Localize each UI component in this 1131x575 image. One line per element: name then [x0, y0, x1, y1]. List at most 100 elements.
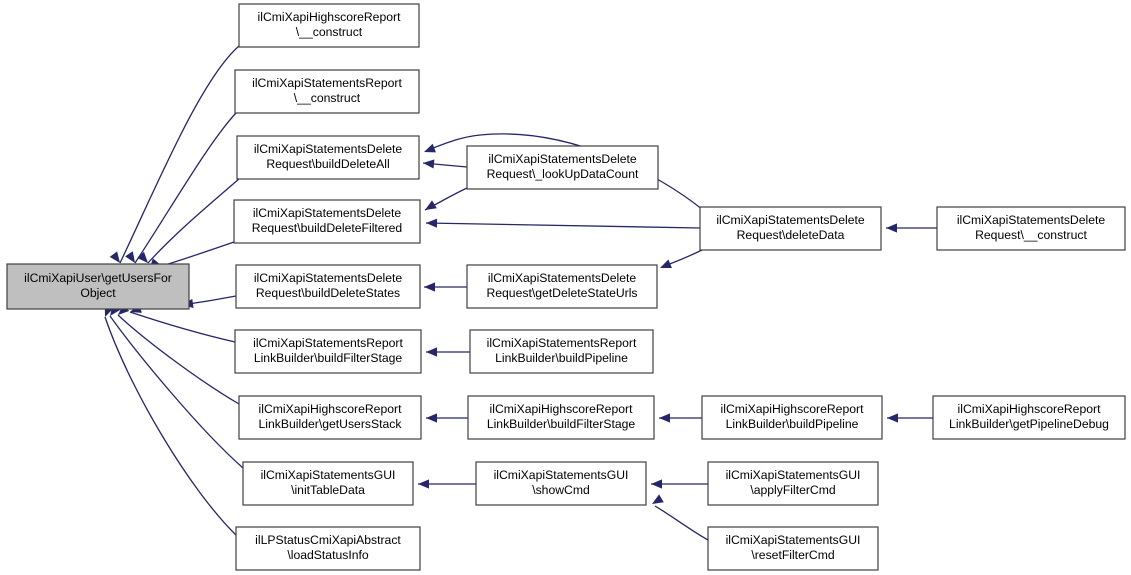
- edge-arrowhead: [426, 347, 438, 357]
- graph-edge: [129, 304, 236, 343]
- graph-edge: [418, 479, 476, 489]
- edge-line: [117, 314, 240, 405]
- node-label-line: ilCmiXapiStatementsDelete: [716, 213, 865, 227]
- graph-node[interactable]: ilCmiXapiStatementsDeleteRequest\deleteD…: [699, 206, 882, 251]
- edge-line: [134, 111, 238, 264]
- graph-edge: [422, 159, 468, 169]
- graph-node[interactable]: ilCmiXapiStatementsGUI\initTableData: [242, 461, 414, 506]
- node-label-line: Object: [80, 286, 116, 300]
- node-box[interactable]: [234, 329, 422, 374]
- graph-node[interactable]: ilCmiXapiHighscoreReportLinkBuilder\getU…: [238, 395, 422, 440]
- edge-arrowhead: [109, 251, 120, 263]
- graph-node[interactable]: ilCmiXapiStatementsDeleteRequest\buildDe…: [236, 135, 420, 180]
- graph-edge: [652, 494, 709, 541]
- node-label-line: ilCmiXapiStatementsGUI: [726, 533, 861, 547]
- graph-node[interactable]: ilCmiXapiStatementsDeleteRequest\buildDe…: [233, 199, 421, 244]
- node-label-line: Request\buildDeleteAll: [266, 157, 389, 171]
- node-label-line: \loadStatusInfo: [287, 548, 369, 562]
- graph-node[interactable]: ilCmiXapiHighscoreReport\__construct: [238, 3, 420, 48]
- node-label-line: LinkBuilder\buildFilterStage: [487, 417, 636, 431]
- graph-edge: [424, 133, 704, 211]
- graph-node[interactable]: ilCmiXapiStatementsGUI\applyFilterCmd: [707, 461, 879, 506]
- graph-node[interactable]: ilCmiXapiStatementsReport\__construct: [234, 69, 420, 114]
- node-label-line: ilCmiXapiHighscoreReport: [259, 402, 403, 416]
- edge-arrowhead: [887, 413, 899, 423]
- node-label-line: ilCmiXapiStatementsDelete: [488, 271, 637, 285]
- node-label-line: Request\_lookUpDataCount: [487, 167, 639, 181]
- graph-edge: [424, 282, 467, 292]
- node-label-line: \applyFilterCmd: [750, 483, 835, 497]
- node-box[interactable]: [699, 206, 882, 251]
- graph-node[interactable]: ilCmiXapiHighscoreReportLinkBuilder\getP…: [932, 395, 1126, 440]
- edge-arrowhead: [424, 143, 436, 153]
- node-box[interactable]: [707, 461, 879, 506]
- graph-edge: [125, 111, 238, 264]
- graph-node[interactable]: ilCmiXapiStatementsReportLinkBuilder\bui…: [469, 329, 654, 374]
- graph-edge: [109, 45, 240, 264]
- node-box[interactable]: [701, 395, 883, 440]
- graph-node[interactable]: ilCmiXapiStatementsReportLinkBuilder\bui…: [234, 329, 422, 374]
- node-box[interactable]: [466, 264, 658, 309]
- node-label-line: Request\getDeleteStateUrls: [486, 286, 637, 300]
- graph-node[interactable]: ilCmiXapiHighscoreReportLinkBuilder\buil…: [467, 395, 655, 440]
- node-box[interactable]: [475, 461, 647, 506]
- node-box[interactable]: [932, 395, 1126, 440]
- node-label-line: ilCmiXapiHighscoreReport: [258, 10, 402, 24]
- node-box[interactable]: [236, 135, 420, 180]
- graph-edge: [104, 305, 237, 536]
- node-label-line: ilCmiXapiHighscoreReport: [721, 402, 865, 416]
- node-box[interactable]: [469, 329, 654, 374]
- edge-arrowhead: [137, 251, 148, 263]
- graph-edge: [426, 413, 468, 423]
- graph-edge: [137, 177, 241, 264]
- graph-node[interactable]: ilCmiXapiStatementsGUI\showCmd: [475, 461, 647, 506]
- node-label-line: ilCmiXapiStatementsDelete: [253, 206, 402, 220]
- node-box[interactable]: [467, 395, 655, 440]
- graph-node[interactable]: ilCmiXapiStatementsDeleteRequest\buildDe…: [235, 264, 421, 309]
- node-label-line: ilCmiXapiHighscoreReport: [958, 402, 1102, 416]
- edge-arrowhead: [426, 218, 438, 228]
- node-label-line: ilCmiXapiStatementsDelete: [254, 271, 403, 285]
- node-label-line: ilCmiXapiStatementsReport: [253, 336, 403, 350]
- node-box[interactable]: [242, 461, 414, 506]
- graph-edge: [426, 347, 470, 357]
- node-box[interactable]: [235, 526, 421, 571]
- node-label-line: \resetFilterCmd: [751, 548, 834, 562]
- graph-node[interactable]: ilLPStatusCmiXapiAbstract\loadStatusInfo: [235, 526, 421, 571]
- node-box[interactable]: [238, 395, 422, 440]
- node-box[interactable]: [234, 69, 420, 114]
- graph-edge: [887, 413, 933, 423]
- node-box[interactable]: [235, 264, 421, 309]
- node-box[interactable]: [238, 3, 420, 48]
- node-box[interactable]: [707, 526, 879, 571]
- node-label-line: LinkBuilder\buildFilterStage: [254, 351, 403, 365]
- node-label-line: ilCmiXapiStatementsDelete: [254, 142, 403, 156]
- node-box[interactable]: [936, 206, 1126, 251]
- edge-arrowhead: [423, 159, 435, 169]
- edge-line: [129, 311, 236, 343]
- node-label-line: \__construct: [294, 91, 361, 105]
- edge-arrowhead: [125, 251, 135, 263]
- node-box[interactable]: [466, 145, 659, 190]
- node-label-line: ilCmiXapiStatementsReport: [487, 336, 637, 350]
- edge-line: [425, 222, 701, 229]
- node-label-line: \initTableData: [291, 483, 365, 497]
- node-label-line: Request\__construct: [975, 228, 1087, 242]
- graph-node[interactable]: ilCmiXapiStatementsGUI\resetFilterCmd: [707, 526, 879, 571]
- graph-node[interactable]: ilCmiXapiHighscoreReportLinkBuilder\buil…: [701, 395, 883, 440]
- node-label-line: ilCmiXapiStatementsGUI: [261, 468, 396, 482]
- edge-line: [147, 177, 241, 264]
- node-box[interactable]: [233, 199, 421, 244]
- node-box-current[interactable]: [6, 263, 190, 310]
- graph-node[interactable]: ilCmiXapiStatementsDeleteRequest\getDele…: [466, 264, 658, 309]
- graph-node[interactable]: ilCmiXapiStatementsDeleteRequest\__const…: [936, 206, 1126, 251]
- edge-arrowhead: [418, 479, 430, 489]
- node-label-line: ilCmiXapiStatementsGUI: [726, 468, 861, 482]
- edge-arrowhead: [426, 413, 438, 423]
- graph-node[interactable]: ilCmiXapiStatementsDeleteRequest\_lookUp…: [466, 145, 659, 190]
- graph-edge: [660, 249, 703, 269]
- node-label-line: ilCmiXapiStatementsDelete: [488, 152, 637, 166]
- edge-arrowhead: [651, 479, 663, 489]
